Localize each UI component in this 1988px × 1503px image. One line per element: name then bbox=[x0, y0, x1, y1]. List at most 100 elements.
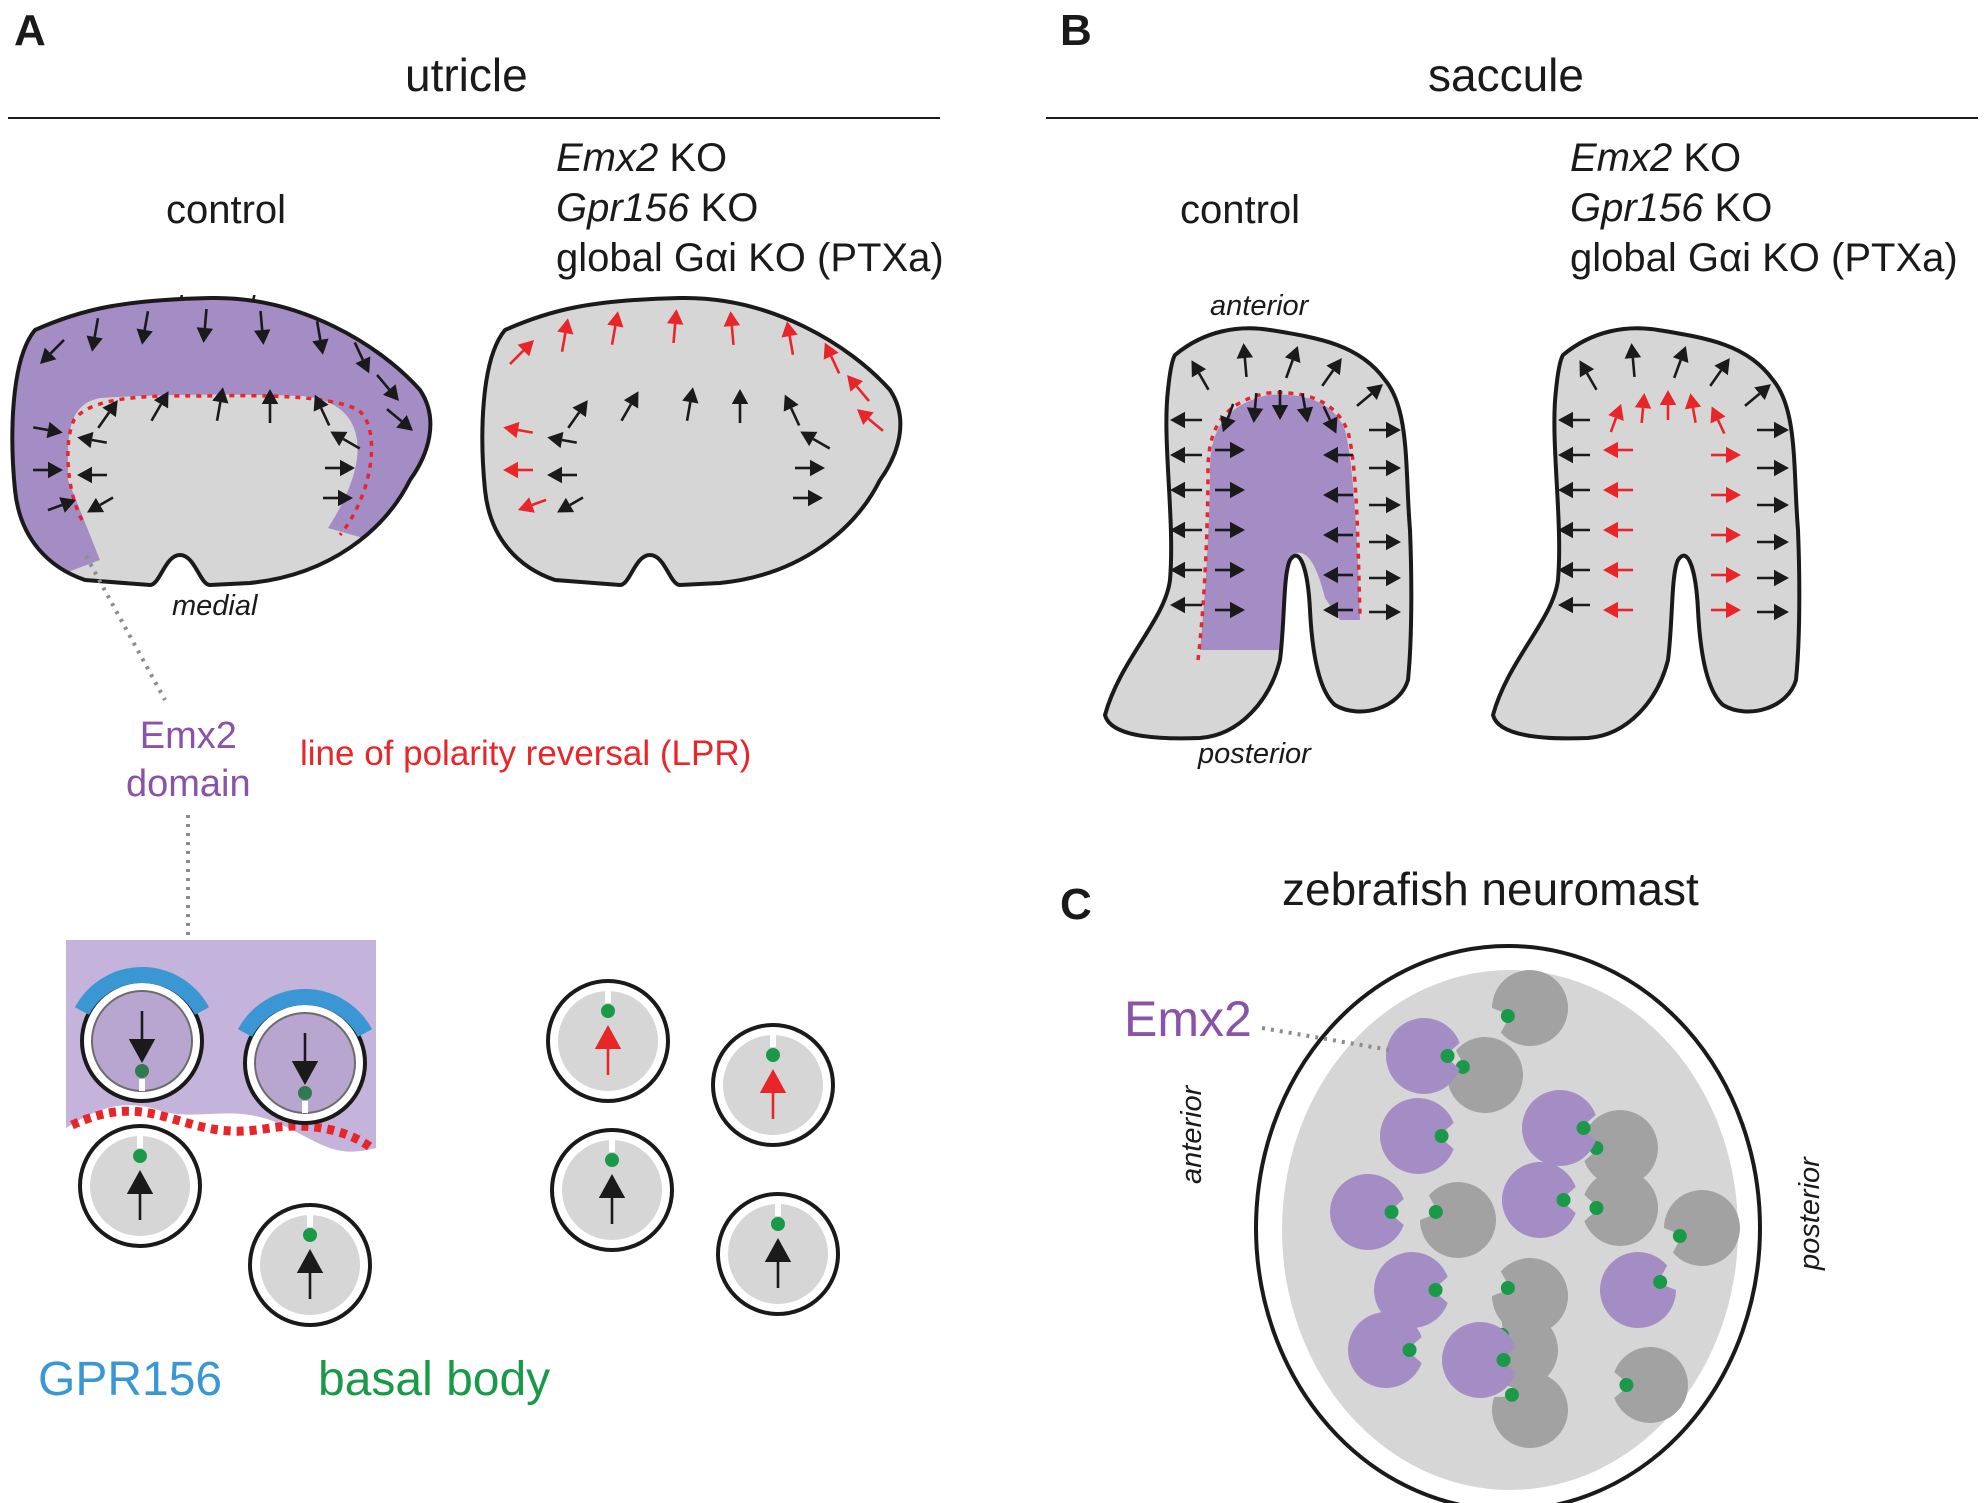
arrow-head bbox=[1558, 481, 1573, 499]
utricle-control-label: control bbox=[166, 188, 287, 232]
utricle-hair-cell-arrow bbox=[312, 321, 329, 355]
arrow-head bbox=[1634, 393, 1652, 409]
saccule-hair-cell-arrow bbox=[1369, 533, 1401, 551]
arrow-head bbox=[623, 391, 639, 409]
utricle-ko-tissue bbox=[480, 295, 903, 588]
arrow-head bbox=[1672, 346, 1689, 363]
saccule-hair-cell-arrow bbox=[1220, 403, 1236, 433]
utricle-ko-arrow bbox=[795, 459, 825, 477]
saccule-ko-label-line1: Emx2 KO bbox=[1570, 133, 1741, 183]
saccule-anterior-label: anterior bbox=[1210, 290, 1309, 322]
saccule-ko-arrow bbox=[1558, 481, 1590, 499]
saccule-hair-cell-arrow bbox=[1215, 561, 1245, 579]
arrow-shaft bbox=[1243, 357, 1248, 378]
neuromast-emx2-hair-cell bbox=[1330, 1174, 1404, 1250]
utricle-ko-diagram bbox=[480, 295, 903, 588]
arrow-head bbox=[1170, 481, 1185, 499]
panel-b-letter: B bbox=[1060, 6, 1092, 55]
hair-cell-body bbox=[1584, 1170, 1659, 1246]
arrow-shaft bbox=[315, 321, 322, 341]
arrow-head bbox=[196, 327, 214, 343]
neuromast-hair-cell bbox=[1584, 1170, 1659, 1246]
arrow-head bbox=[557, 497, 575, 513]
panel-a-title: utricle bbox=[405, 49, 528, 101]
utricle-hair-cell-arrow bbox=[313, 394, 331, 426]
neuromast-emx2-hair-cell bbox=[1502, 1162, 1576, 1238]
arrow-head bbox=[1386, 496, 1401, 514]
utricle-hair-cell-arrow bbox=[77, 466, 107, 484]
arrow-shaft bbox=[1609, 417, 1618, 433]
arrow-head bbox=[1386, 459, 1401, 477]
basal-body bbox=[1556, 1193, 1571, 1207]
saccule-ko-reversed-arrow bbox=[1634, 393, 1652, 424]
arrow-shaft bbox=[203, 308, 208, 329]
saccule-ko-tissue bbox=[1490, 326, 1802, 741]
cells-ko bbox=[546, 979, 840, 1316]
arrow-head bbox=[291, 1061, 319, 1085]
utricle-ko-label-line2: Gpr156 KO bbox=[556, 183, 758, 233]
utricle-ko-reversed-arrow bbox=[557, 318, 574, 352]
panel-c-title: zebrafish neuromast bbox=[1282, 863, 1699, 915]
arrow-head bbox=[723, 311, 741, 327]
arrow-head bbox=[1603, 441, 1618, 459]
hair-cell-notch bbox=[137, 1136, 143, 1148]
arrow-head bbox=[1323, 446, 1338, 464]
arrow-head bbox=[126, 1170, 154, 1194]
saccule-ko-arrow bbox=[1558, 521, 1590, 539]
cell-zoom-control bbox=[66, 940, 377, 1327]
arrow-head bbox=[312, 338, 329, 355]
hair-cell bbox=[74, 967, 210, 1103]
arrow-shaft bbox=[143, 311, 150, 331]
arrow-shaft bbox=[319, 407, 331, 426]
arrow-shaft bbox=[812, 437, 831, 450]
saccule-ko-arrow bbox=[1757, 496, 1789, 514]
arrow-shaft bbox=[1640, 407, 1645, 424]
hair-cell-body bbox=[1502, 1162, 1576, 1238]
saccule-hair-cell-arrow bbox=[1369, 421, 1401, 439]
utricle-ko-reversed-arrow bbox=[517, 497, 547, 513]
utricle-hair-cell-arrow bbox=[136, 311, 153, 345]
arrow-head bbox=[1608, 403, 1624, 421]
arrow-shaft bbox=[1691, 407, 1697, 423]
arrow-head bbox=[1774, 569, 1789, 587]
hair-cell-notch bbox=[775, 1204, 781, 1216]
arrow-head bbox=[1236, 343, 1254, 359]
arrow-shaft bbox=[1631, 357, 1636, 378]
hair-cell-body bbox=[1373, 1252, 1448, 1328]
hair-cell bbox=[711, 1023, 835, 1147]
saccule-ko-gene1: Emx2 bbox=[1570, 136, 1673, 180]
arrow-head bbox=[823, 342, 839, 360]
saccule-ko-arrow bbox=[1558, 446, 1590, 464]
saccule-ko-reversed-arrow bbox=[1710, 406, 1726, 435]
arrow-head bbox=[1323, 526, 1338, 544]
arrow-head bbox=[1726, 526, 1741, 544]
utricle-ko-arrow bbox=[682, 387, 699, 421]
saccule-ko-arrow bbox=[1558, 561, 1590, 579]
saccule-hair-cell-arrow bbox=[1170, 411, 1202, 429]
saccule-hair-cell-arrow bbox=[1236, 343, 1254, 378]
arrow-head bbox=[1726, 486, 1741, 504]
hair-cell-body bbox=[1442, 1322, 1516, 1399]
arrow-head bbox=[1558, 561, 1573, 579]
saccule-hair-cell-arrow bbox=[1323, 566, 1353, 584]
neuromast-emx2-hair-cell bbox=[1442, 1322, 1516, 1399]
saccule-ko-reversed-arrow bbox=[1659, 390, 1677, 420]
hair-cell-notch bbox=[770, 1035, 776, 1047]
arrow-head bbox=[503, 461, 518, 479]
basal-body bbox=[1653, 1274, 1668, 1289]
arrow-shaft bbox=[620, 403, 633, 422]
arrow-shaft bbox=[517, 428, 533, 434]
arrow-head bbox=[296, 1249, 324, 1273]
arrow-shaft bbox=[1744, 392, 1761, 407]
basal-body bbox=[1434, 1129, 1449, 1143]
hair-cell-polarity-arrow bbox=[291, 1033, 319, 1085]
saccule-ko-arrow bbox=[1709, 358, 1730, 387]
neuromast-emx2-label: Emx2 bbox=[1124, 991, 1252, 1047]
saccule-hair-cell-arrow bbox=[1284, 346, 1301, 379]
arrow-shaft bbox=[855, 385, 870, 402]
arrow-head bbox=[1191, 360, 1207, 378]
hair-cell-polarity-arrow bbox=[296, 1249, 324, 1299]
saccule-ko-suffix2: KO bbox=[1703, 186, 1773, 230]
basal-body bbox=[605, 1153, 619, 1167]
utricle-hair-cell-arrow bbox=[353, 342, 371, 374]
